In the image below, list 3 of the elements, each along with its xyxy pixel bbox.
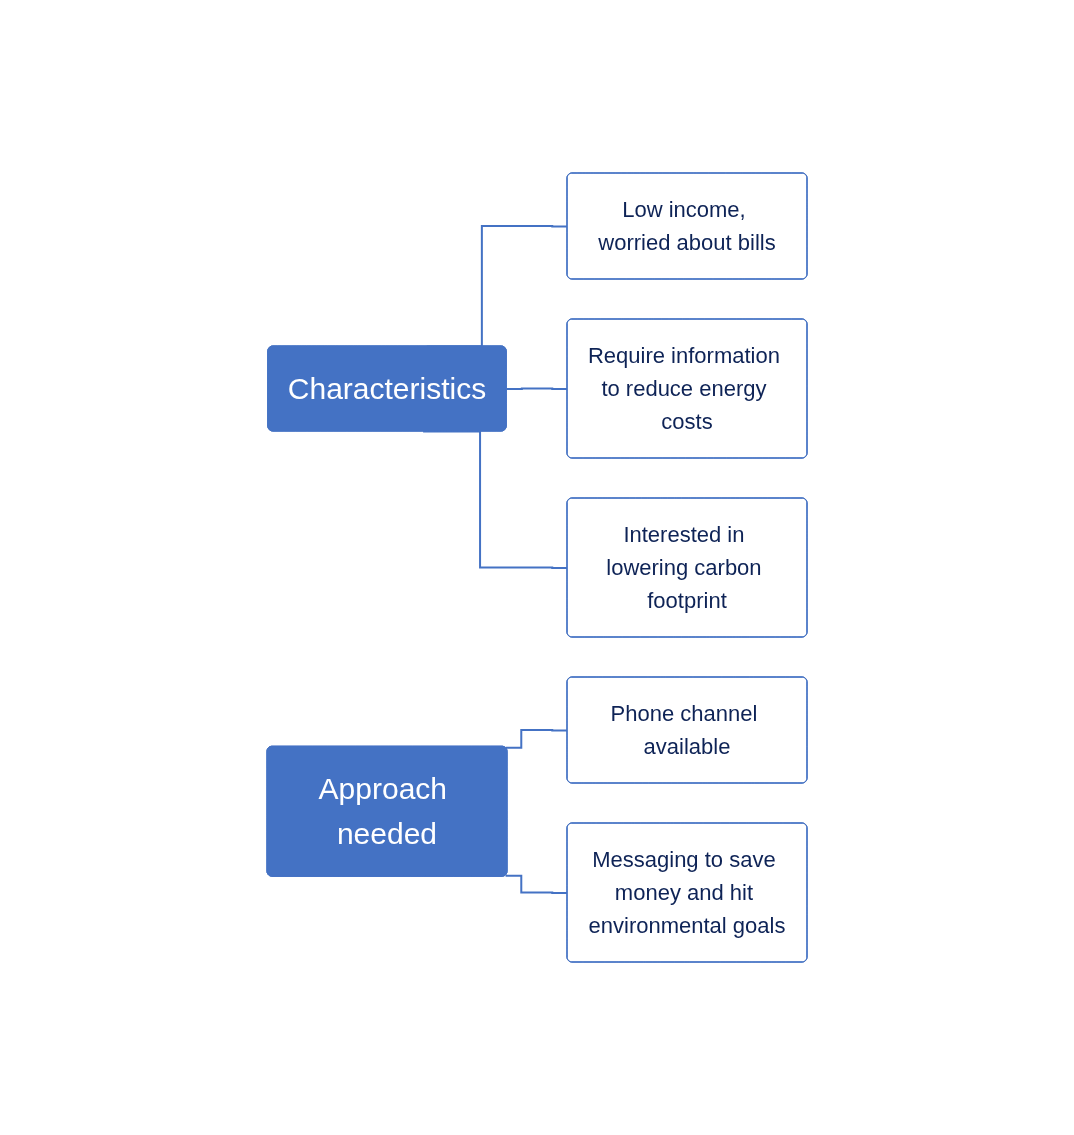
connector [504, 729, 569, 749]
connector [505, 387, 569, 390]
connector [504, 874, 569, 894]
